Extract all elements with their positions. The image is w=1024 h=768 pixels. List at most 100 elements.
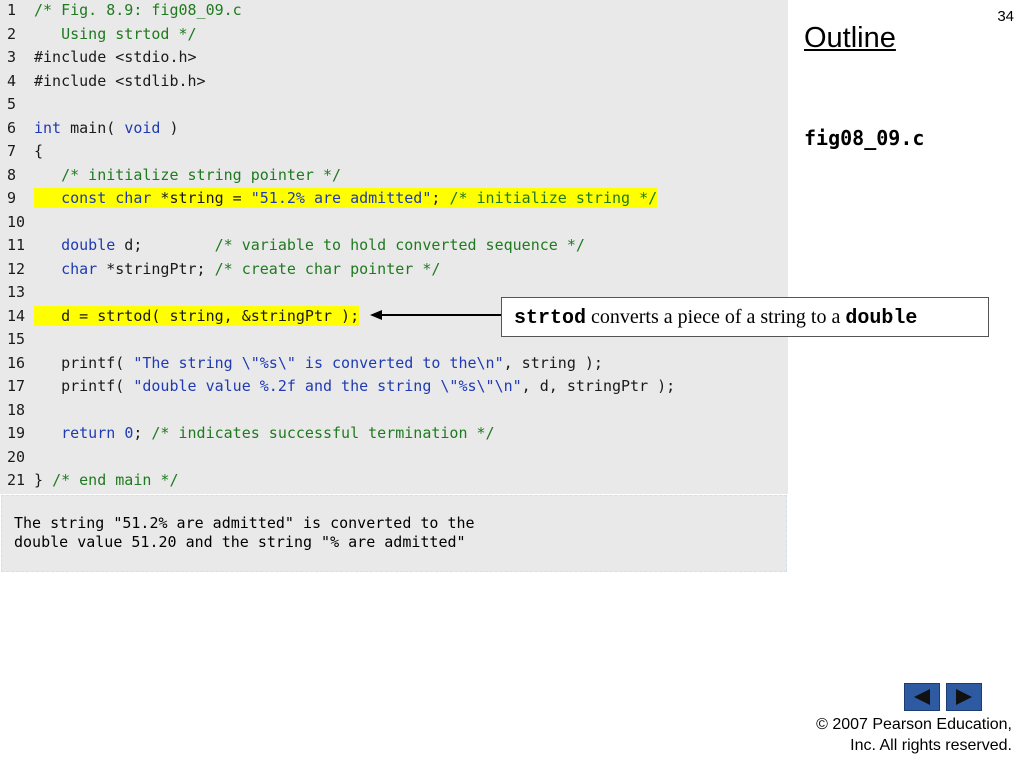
outline-title[interactable]: Outline bbox=[804, 22, 896, 54]
line-number: 8 bbox=[7, 165, 17, 184]
output-line-2: double value 51.20 and the string "% are… bbox=[14, 533, 466, 551]
code-line: 9 const char *string = "51.2% are admitt… bbox=[0, 188, 788, 208]
code-token: { bbox=[34, 142, 44, 160]
code-token: "The string \"%s\" is converted to the\n… bbox=[133, 353, 504, 372]
code-token: d = strtod( string, &stringPtr ); bbox=[34, 306, 360, 325]
line-number: 9 bbox=[7, 189, 17, 207]
code-token: ) bbox=[160, 118, 179, 137]
copyright-notice: © 2007 Pearson Education, Inc. All right… bbox=[816, 714, 1012, 756]
line-number: 20 bbox=[7, 447, 26, 466]
code-token: , d, stringPtr ); bbox=[521, 377, 676, 395]
code-token: , string ); bbox=[503, 353, 603, 372]
code-token: ; bbox=[133, 424, 152, 442]
code-text: double d; /* variable to hold converted … bbox=[34, 235, 585, 255]
line-number: 3 bbox=[7, 48, 17, 66]
line-number: 7 bbox=[7, 142, 17, 160]
code-token: printf( bbox=[34, 377, 134, 395]
code-token: /* end main */ bbox=[52, 471, 179, 489]
code-token: #include <stdlib.h> bbox=[34, 71, 206, 90]
code-line: 18 bbox=[0, 400, 788, 420]
callout-keyword-strtod: strtod bbox=[514, 307, 587, 330]
copyright-line-2: Inc. All rights reserved. bbox=[850, 737, 1012, 754]
output-line-1: The string "51.2% are admitted" is conve… bbox=[14, 514, 475, 532]
code-token: return bbox=[34, 424, 116, 442]
code-line: 15 bbox=[0, 329, 788, 349]
code-line: 8 /* initialize string pointer */ bbox=[0, 165, 788, 185]
code-text: printf( "The string \"%s\" is converted … bbox=[34, 353, 603, 373]
code-token: double bbox=[34, 236, 116, 254]
code-line: 7{ bbox=[0, 141, 788, 161]
line-number: 17 bbox=[7, 377, 26, 395]
line-number: 14 bbox=[7, 306, 26, 325]
code-text: #include <stdlib.h> bbox=[34, 71, 206, 91]
code-token: #include <stdio.h> bbox=[34, 48, 197, 66]
code-text: int main( void ) bbox=[34, 118, 179, 138]
slide-number: 34 bbox=[997, 8, 1014, 25]
code-line: 10 bbox=[0, 212, 788, 232]
code-line: 21} /* end main */ bbox=[0, 470, 788, 490]
code-text: char *stringPtr; /* create char pointer … bbox=[34, 259, 440, 279]
code-line: 5 bbox=[0, 94, 788, 114]
code-token: int bbox=[34, 118, 62, 137]
code-text: } /* end main */ bbox=[34, 470, 179, 490]
code-line: 3 #include <stdio.h> bbox=[0, 47, 788, 67]
code-line: 20 bbox=[0, 447, 788, 467]
code-token: /* initialize string */ bbox=[449, 189, 658, 207]
line-number: 13 bbox=[7, 283, 26, 301]
code-token: "double value %.2f and the string \"%s\"… bbox=[133, 377, 522, 395]
copyright-line-1: © 2007 Pearson Education, bbox=[816, 716, 1012, 733]
next-slide-button[interactable] bbox=[946, 683, 982, 711]
code-line: 11 double d; /* variable to hold convert… bbox=[0, 235, 788, 255]
code-token: printf( bbox=[34, 353, 134, 372]
code-line: 14 d = strtod( string, &stringPtr ); bbox=[0, 305, 788, 326]
line-number: 2 bbox=[7, 24, 17, 43]
line-number: 12 bbox=[7, 259, 26, 278]
code-line: 19 return 0; /* indicates successful ter… bbox=[0, 423, 788, 443]
triangle-left-icon bbox=[914, 689, 930, 705]
code-line: 4#include <stdlib.h> bbox=[0, 71, 788, 91]
highlighted-code-text: const char *string = "51.2% are admitted… bbox=[34, 188, 658, 208]
code-token: char bbox=[34, 259, 98, 278]
line-number: 16 bbox=[7, 353, 26, 372]
line-number: 21 bbox=[7, 471, 26, 489]
previous-slide-button[interactable] bbox=[904, 683, 940, 711]
code-text: #include <stdio.h> bbox=[34, 47, 197, 67]
code-token: } bbox=[34, 471, 53, 489]
callout-annotation: strtod converts a piece of a string to a… bbox=[501, 297, 989, 337]
code-token: const char bbox=[34, 189, 152, 207]
code-token: /* Fig. 8.9: fig08_09.c bbox=[34, 1, 242, 19]
code-token: *string = bbox=[151, 189, 251, 207]
code-text: printf( "double value %.2f and the strin… bbox=[34, 376, 675, 396]
callout-arrow-icon bbox=[370, 310, 504, 320]
code-text: { bbox=[34, 141, 43, 161]
code-token: /* variable to hold converted sequence *… bbox=[214, 236, 585, 254]
code-token: d; bbox=[115, 236, 215, 254]
callout-keyword-double: double bbox=[845, 307, 918, 330]
code-line: 2 Using strtod */ bbox=[0, 24, 788, 44]
code-text: /* initialize string pointer */ bbox=[34, 165, 341, 185]
line-number: 18 bbox=[7, 400, 26, 419]
code-token: ; bbox=[431, 189, 450, 207]
code-token: /* indicates successful termination */ bbox=[151, 424, 495, 442]
code-token bbox=[115, 424, 124, 442]
line-number: 19 bbox=[7, 424, 26, 442]
program-output-panel: The string "51.2% are admitted" is conve… bbox=[1, 495, 787, 572]
code-token: main( bbox=[61, 118, 125, 137]
code-token: Using strtod */ bbox=[34, 24, 197, 43]
highlighted-code-text: d = strtod( string, &stringPtr ); bbox=[34, 305, 360, 326]
code-text: Using strtod */ bbox=[34, 24, 197, 44]
code-text: return 0; /* indicates successful termin… bbox=[34, 423, 495, 443]
triangle-right-icon bbox=[956, 689, 972, 705]
code-token: "51.2% are admitted" bbox=[250, 189, 432, 207]
code-token: /* initialize string pointer */ bbox=[34, 165, 342, 184]
code-line: 16 printf( "The string \"%s\" is convert… bbox=[0, 353, 788, 373]
callout-text: converts a piece of a string to a bbox=[586, 306, 846, 328]
code-line: 13 bbox=[0, 282, 788, 302]
file-name-label: fig08_09.c bbox=[804, 126, 925, 150]
code-token: *stringPtr; bbox=[97, 259, 215, 278]
code-token: /* create char pointer */ bbox=[214, 259, 441, 278]
line-number: 5 bbox=[7, 95, 17, 113]
code-text: /* Fig. 8.9: fig08_09.c bbox=[34, 0, 242, 20]
